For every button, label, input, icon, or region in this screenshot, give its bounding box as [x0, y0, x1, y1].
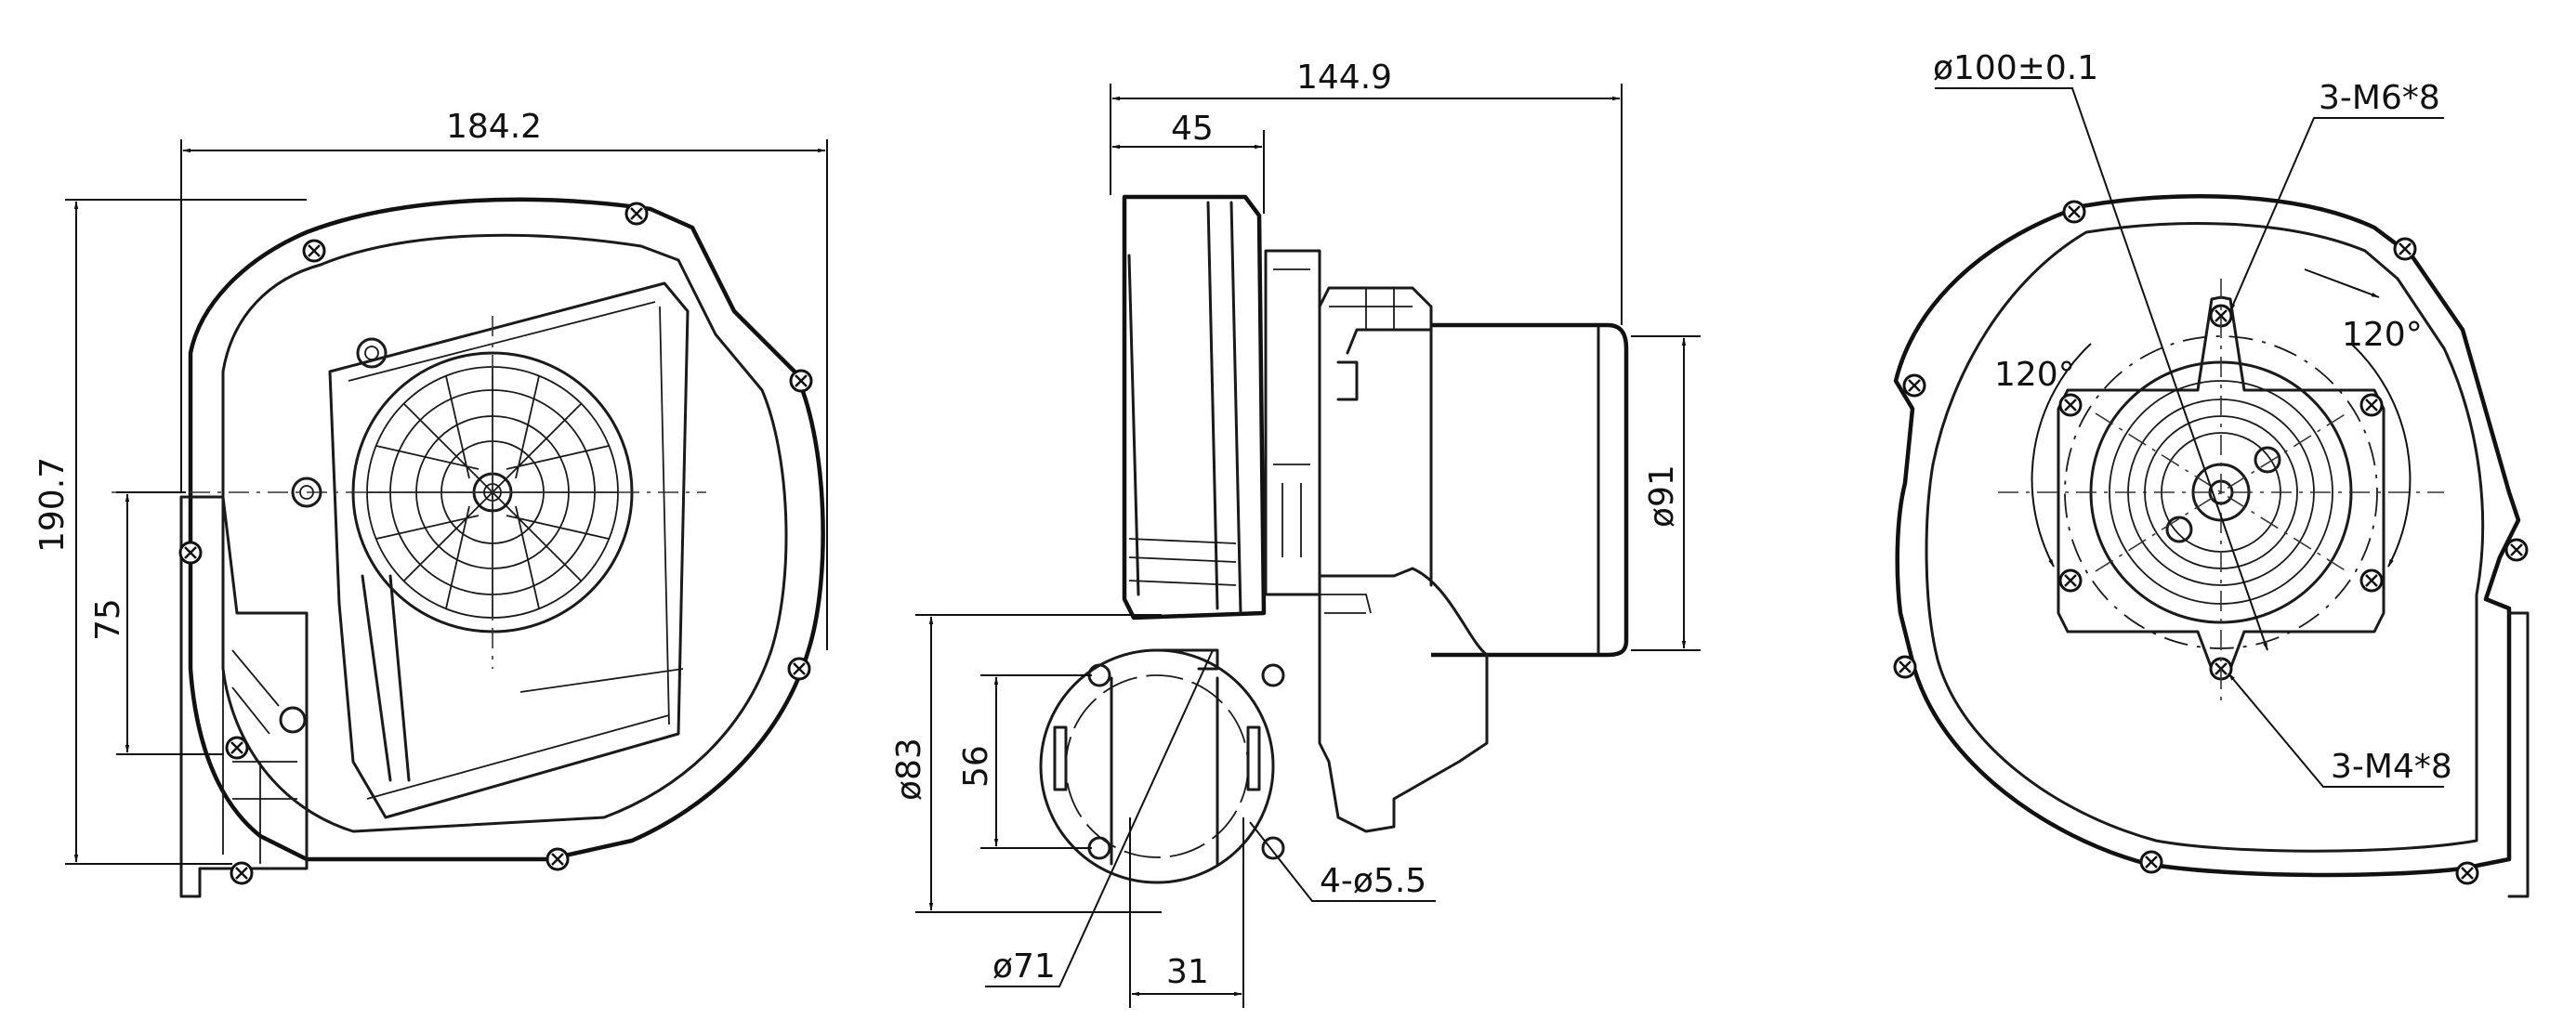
- flange-label: 75: [89, 598, 127, 641]
- mounting-plate: [1264, 249, 1321, 596]
- screw-icon: [2058, 568, 2083, 593]
- dimension-housing-depth: 45: [1111, 110, 1265, 214]
- dimension-outlet-width: 31: [1129, 817, 1244, 1008]
- front-view: 184.2 190.7 75: [33, 108, 828, 898]
- height-label: 190.7: [33, 457, 72, 553]
- motor-can: [1431, 322, 1629, 658]
- screw-icon: [624, 202, 649, 226]
- screw-icon: [225, 736, 249, 760]
- rear-housing-outline: [1893, 194, 2521, 878]
- screw-icon: [2455, 861, 2479, 885]
- screw-icon: [1893, 655, 1917, 679]
- dimension-holes: 4-ø5.5: [1249, 821, 1436, 902]
- dimension-height: 190.7: [33, 199, 307, 865]
- screw-icon: [302, 239, 326, 263]
- dimension-motor-dia: ø91: [1631, 335, 1701, 651]
- dimension-m6: 3-M6*8: [2229, 79, 2444, 312]
- outlet-pitch-label: 56: [957, 745, 995, 788]
- dimension-m4: 3-M4*8: [2228, 673, 2452, 788]
- rear-view: 120° 120° ø100±0.1 3-M6*8 3-M4*8: [1893, 49, 2530, 898]
- screw-icon: [178, 541, 203, 565]
- holes-label: 4-ø5.5: [1320, 862, 1426, 900]
- screw-icon: [1902, 373, 1926, 398]
- screw-icon: [787, 657, 811, 681]
- dimension-pcd: ø100±0.1: [1933, 49, 2268, 651]
- screw-icon: [2058, 393, 2083, 417]
- mounting-flange: [179, 495, 309, 898]
- dimension-total-length: 144.9: [1110, 59, 1623, 325]
- screw-icon: [2062, 200, 2086, 224]
- screw-icon: [2393, 237, 2417, 261]
- bolt-hole: [1261, 663, 1285, 687]
- m6-label: 3-M6*8: [2319, 79, 2440, 117]
- dimension-outlet-inner: ø71: [985, 649, 1214, 987]
- bolt-hole: [1261, 836, 1285, 860]
- side-view: 144.9 45 ø91 ø83 56 ø71 31 4-ø5.5: [890, 59, 1701, 1008]
- housing-side: [1122, 194, 1267, 621]
- screw-icon: [2359, 568, 2384, 593]
- screw-icon: [2504, 538, 2529, 562]
- housing-outline: [188, 197, 825, 862]
- screw-icon: [545, 847, 570, 871]
- housing-depth-label: 45: [1171, 110, 1214, 148]
- outlet-duct: [328, 281, 690, 819]
- m4-label: 3-M4*8: [2331, 748, 2452, 786]
- motor-dia-label: ø91: [1643, 464, 1681, 528]
- angle-right-label: 120°: [2342, 316, 2423, 354]
- dimension-width: 184.2: [180, 108, 828, 650]
- screw-icon: [2359, 393, 2384, 417]
- outlet-flange: [1039, 648, 1275, 884]
- outlet-dia-label: ø83: [890, 738, 928, 801]
- outlet-width-label: 31: [1166, 953, 1209, 991]
- total-length-label: 144.9: [1296, 59, 1392, 97]
- width-label: 184.2: [446, 108, 542, 146]
- outlet-inner-label: ø71: [992, 947, 1056, 986]
- angle-left-label: 120°: [1994, 356, 2075, 394]
- dimension-flange: 75: [89, 491, 223, 755]
- dimension-outlet-dia: ø83: [890, 614, 1162, 913]
- screw-icon: [230, 861, 254, 885]
- pcd-label: ø100±0.1: [1933, 49, 2098, 87]
- outlet-neck: [1318, 567, 1489, 833]
- dimension-outlet-pitch: 56: [957, 674, 1092, 849]
- screw-icon: [2139, 850, 2163, 874]
- screw-icon: [789, 369, 813, 393]
